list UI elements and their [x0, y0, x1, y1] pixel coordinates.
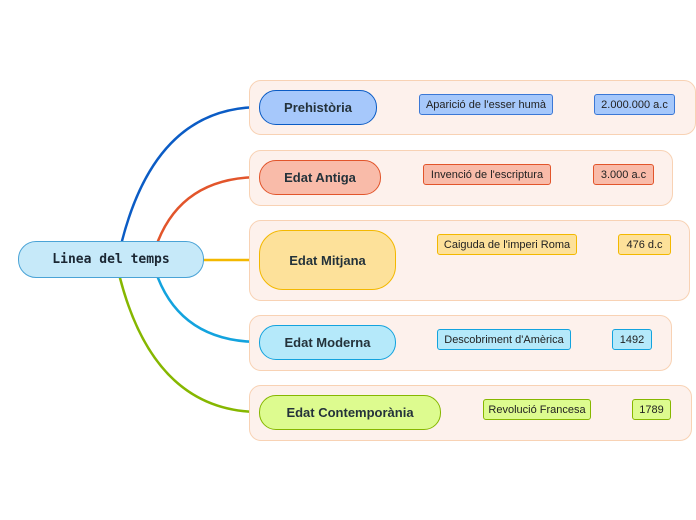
- event-node-prehistoria[interactable]: Aparició de l'esser humà: [419, 94, 553, 115]
- event-node-edat-moderna[interactable]: Descobriment d'Amèrica: [437, 329, 571, 350]
- branch-connector-prehistoria: [120, 105, 262, 243]
- era-node-edat-antiga[interactable]: Edat Antiga: [259, 160, 381, 195]
- date-node-edat-moderna[interactable]: 1492: [612, 329, 652, 350]
- date-node-edat-mitjana[interactable]: 476 d.c: [618, 234, 671, 255]
- date-node-edat-contemporania[interactable]: 1789: [632, 399, 671, 420]
- era-node-edat-contemporania[interactable]: Edat Contemporània: [259, 395, 441, 430]
- branch-connector-edat-antiga: [156, 175, 262, 243]
- event-node-edat-antiga[interactable]: Invenció de l'escriptura: [423, 164, 551, 185]
- era-node-edat-moderna[interactable]: Edat Moderna: [259, 325, 396, 360]
- root-node[interactable]: Linea del temps: [18, 241, 204, 278]
- era-node-prehistoria[interactable]: Prehistòria: [259, 90, 377, 125]
- date-node-prehistoria[interactable]: 2.000.000 a.c: [594, 94, 675, 115]
- event-node-edat-mitjana[interactable]: Caiguda de l'imperi Roma: [437, 234, 577, 255]
- date-node-edat-antiga[interactable]: 3.000 a.c: [593, 164, 654, 185]
- branch-connector-edat-moderna: [156, 276, 262, 344]
- branch-connector-edat-contemporania: [118, 276, 262, 414]
- event-node-edat-contemporania[interactable]: Revolució Francesa: [483, 399, 591, 420]
- era-node-edat-mitjana[interactable]: Edat Mitjana: [259, 230, 396, 290]
